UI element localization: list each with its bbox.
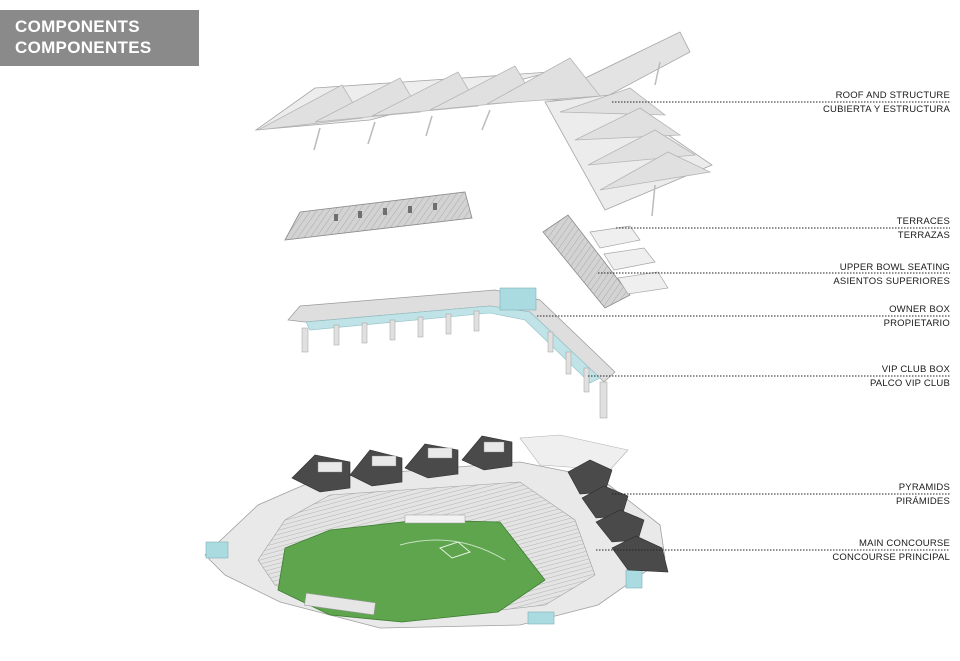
- label-upper-bowl-en: UPPER BOWL SEATING: [839, 262, 950, 273]
- label-upper-bowl: UPPER BOWL SEATING ASIENTOS SUPERIORES: [833, 262, 950, 287]
- label-owner-box-es: PROPIETARIO: [883, 318, 950, 329]
- leader-lines: [537, 101, 950, 551]
- upper-bowl-right: [542, 214, 669, 309]
- label-pyramids-es: PIRÁMIDES: [895, 496, 950, 507]
- label-terraces-en: TERRACES: [896, 216, 950, 227]
- label-owner-box: OWNER BOX PROPIETARIO: [884, 304, 950, 329]
- label-main-concourse-en: MAIN CONCOURSE: [859, 538, 950, 549]
- label-roof: ROOF AND STRUCTURE CUBIERTA Y ESTRUCTURA: [823, 90, 950, 115]
- club-level-ring: [287, 287, 616, 419]
- label-roof-es: CUBIERTA Y ESTRUCTURA: [822, 104, 950, 115]
- label-vip-club-en: VIP CLUB BOX: [881, 364, 950, 375]
- roof-layer: [254, 31, 713, 217]
- label-owner-box-en: OWNER BOX: [889, 304, 950, 315]
- stadium-base: [204, 434, 669, 629]
- title-box: COMPONENTS COMPONENTES: [0, 10, 199, 66]
- label-pyramids-en: PYRAMIDS: [898, 482, 950, 493]
- label-roof-en: ROOF AND STRUCTURE: [835, 90, 950, 101]
- title-english: COMPONENTS: [15, 17, 140, 36]
- label-vip-club: VIP CLUB BOX PALCO VIP CLUB: [870, 364, 950, 389]
- terrace-left: [284, 191, 473, 241]
- label-vip-club-es: PALCO VIP CLUB: [869, 378, 950, 389]
- label-main-concourse-es: CONCOURSE PRINCIPAL: [832, 552, 950, 563]
- label-pyramids: PYRAMIDS PIRÁMIDES: [896, 482, 950, 507]
- label-main-concourse: MAIN CONCOURSE CONCOURSE PRINCIPAL: [832, 538, 950, 563]
- title-spanish: COMPONENTES: [15, 38, 152, 57]
- baseball-field: [277, 519, 546, 623]
- label-terraces-es: TERRAZAS: [897, 230, 950, 241]
- label-terraces: TERRACES TERRAZAS: [897, 216, 950, 241]
- label-upper-bowl-es: ASIENTOS SUPERIORES: [833, 276, 950, 287]
